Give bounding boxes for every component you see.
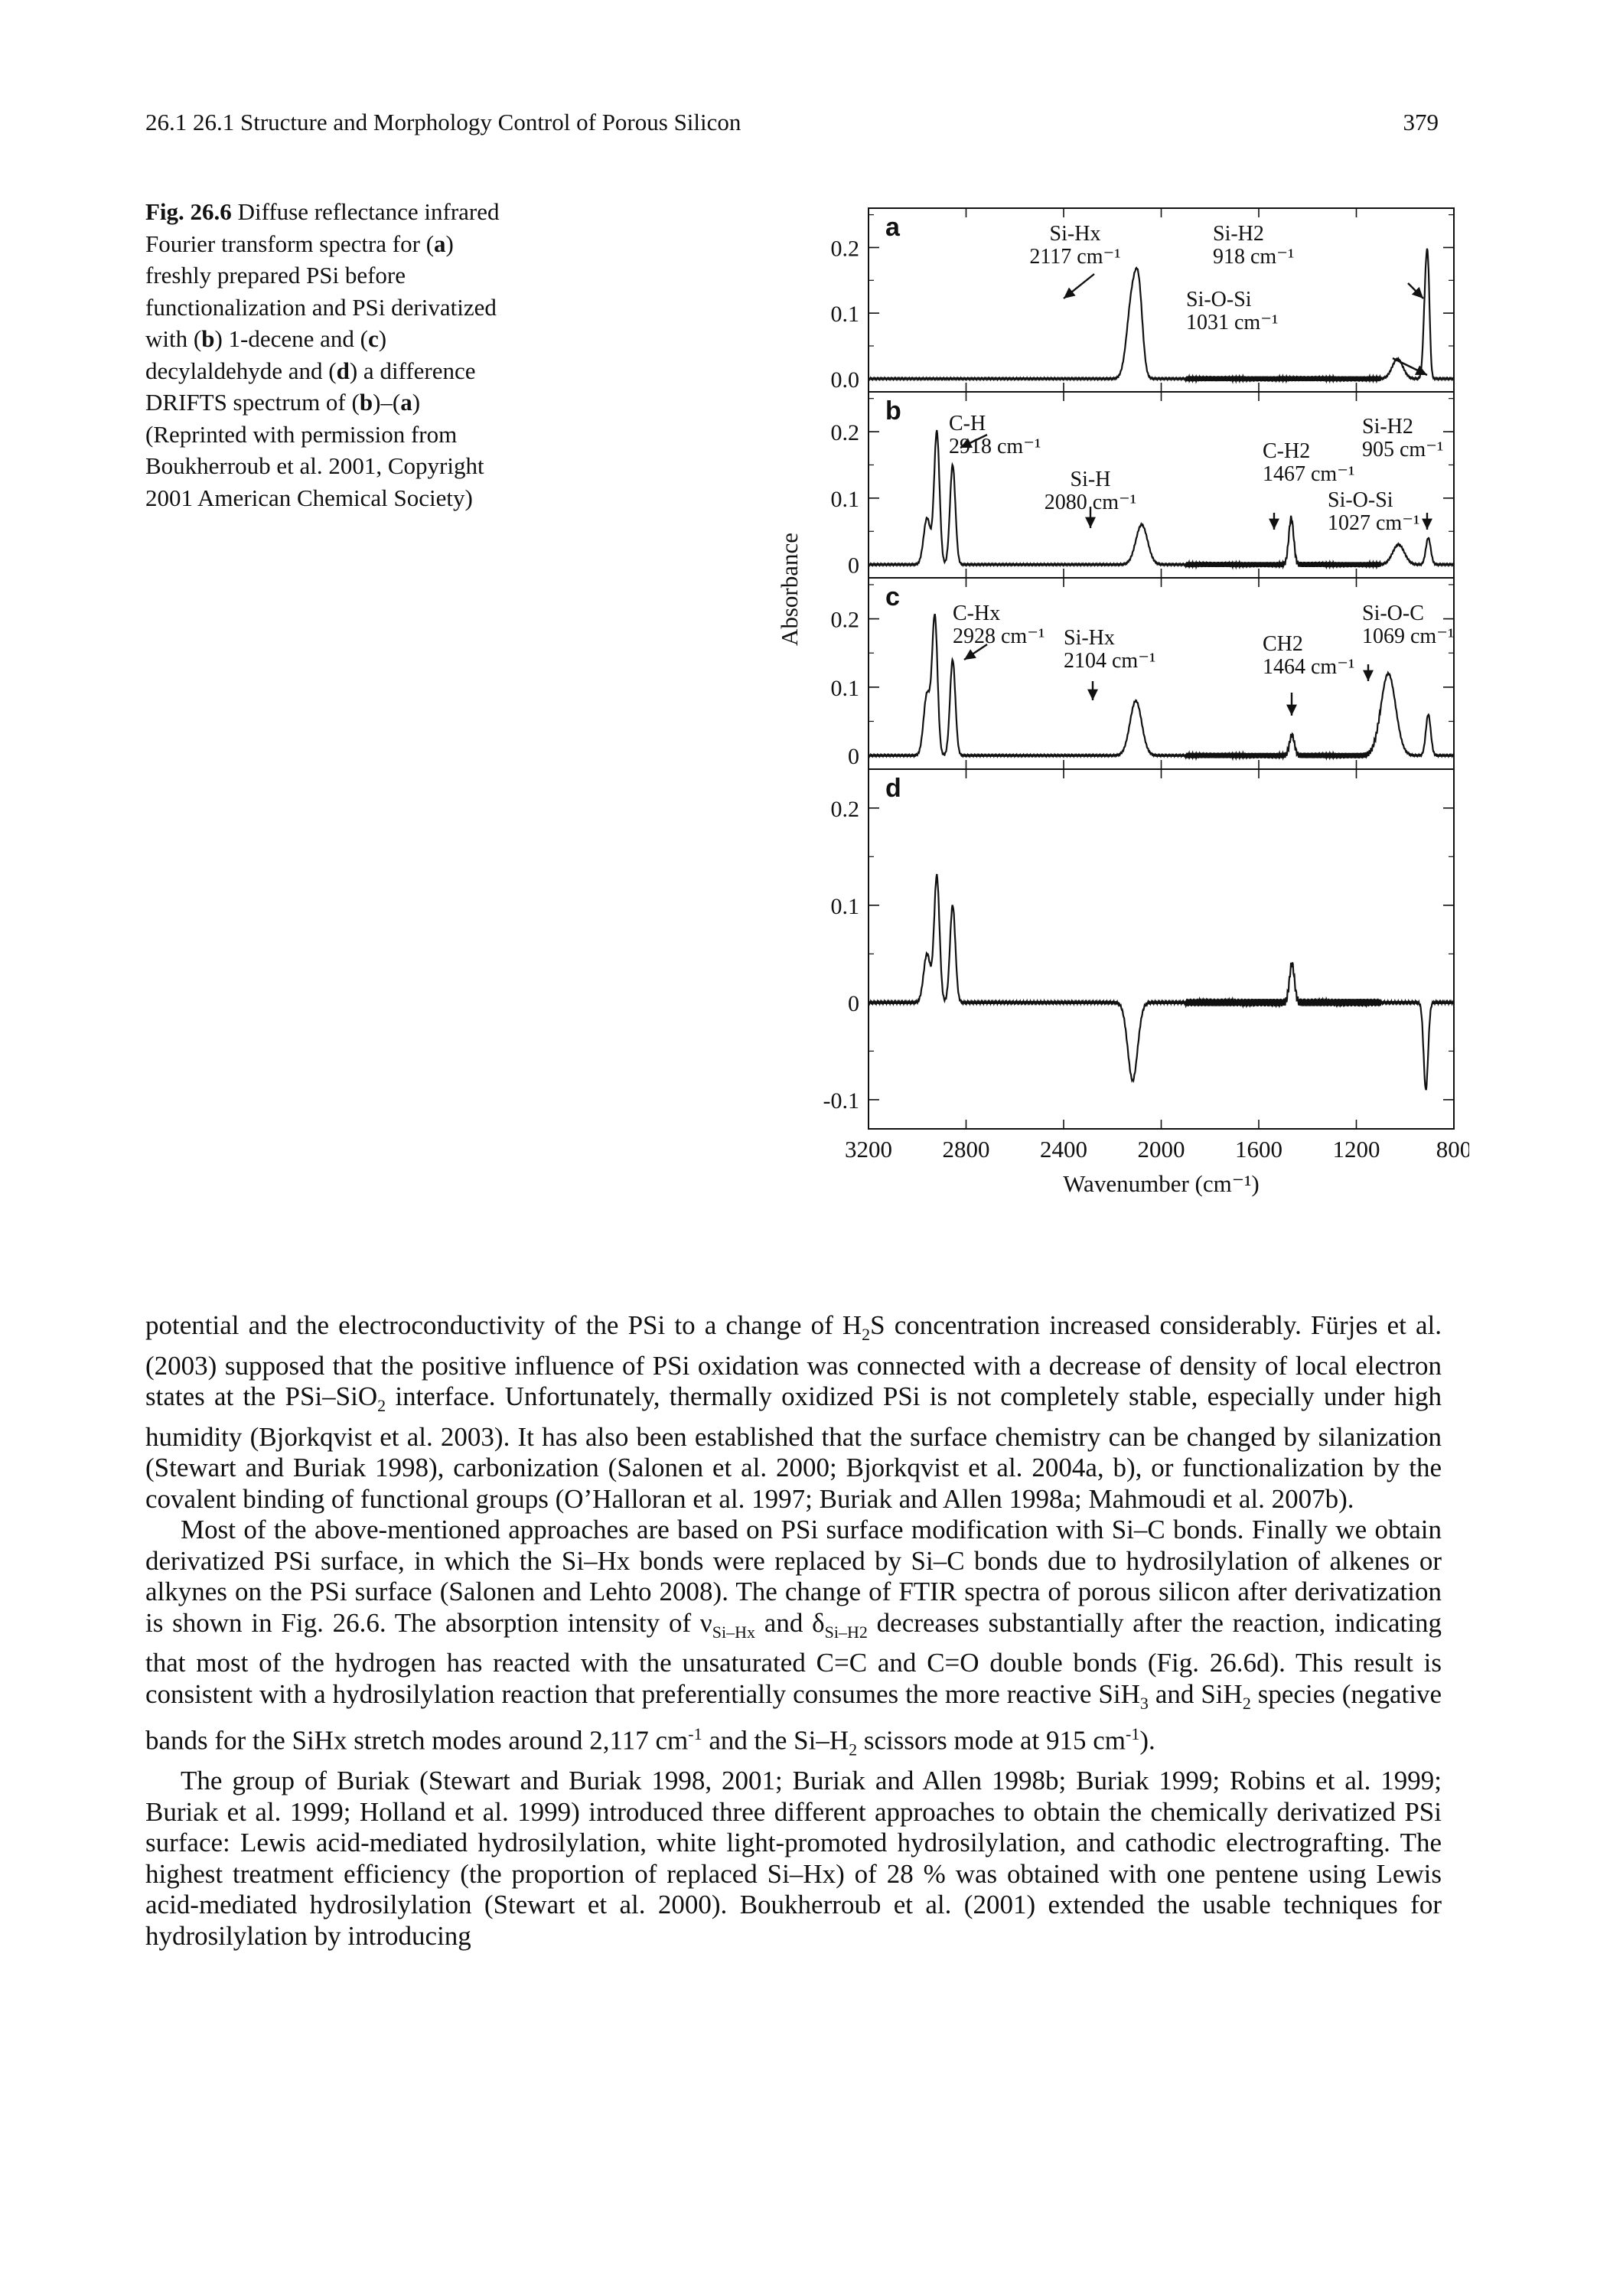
x-tick-label: 1600: [1235, 1136, 1282, 1163]
plot-frame: [868, 207, 1455, 1130]
body-text: potential and the electroconductivity of…: [145, 1310, 1442, 1952]
peak-annotation: 1069 cm⁻¹: [1362, 625, 1454, 648]
figure-label: Fig. 26.6: [145, 198, 232, 225]
peak-annotation: 2104 cm⁻¹: [1064, 649, 1155, 673]
arrowhead-icon: [1269, 518, 1279, 530]
y-tick-label: 0: [848, 553, 859, 579]
y-tick-label: 0.2: [831, 236, 860, 261]
y-tick-label: 0.1: [831, 302, 860, 327]
paragraph-1: potential and the electroconductivity of…: [145, 1310, 1442, 1514]
y-tick-label: 0.2: [831, 608, 860, 633]
peak-annotation: CH2: [1263, 632, 1303, 656]
peak-annotation: Si-O-Si: [1328, 488, 1393, 512]
peak-annotation: Si-Hx: [1050, 222, 1101, 246]
spectrum-d: [868, 873, 1455, 1091]
panel-label-c: c: [885, 582, 900, 612]
running-head: 26.1 26.1 Structure and Morphology Contr…: [145, 109, 741, 135]
spectrum-c: [868, 613, 1455, 762]
peak-annotation: 918 cm⁻¹: [1213, 245, 1294, 269]
peak-annotation: C-H: [949, 412, 986, 435]
spectrum-a: [868, 248, 1455, 384]
y-tick-label: 0: [848, 744, 859, 769]
arrowhead-icon: [960, 438, 973, 448]
paragraph-2: Most of the above-mentioned approaches a…: [145, 1515, 1442, 1760]
x-tick-label: 800: [1436, 1136, 1469, 1163]
y-tick-label: 0.2: [831, 797, 860, 822]
arrowhead-icon: [964, 649, 976, 660]
panel-label-a: a: [885, 213, 901, 242]
page-number: 379: [1403, 109, 1439, 135]
peak-annotation: 2117 cm⁻¹: [1029, 245, 1120, 269]
peak-annotation: 1027 cm⁻¹: [1328, 511, 1419, 535]
y-tick-label: 0.2: [831, 420, 860, 445]
spectrum-b: [868, 429, 1455, 570]
peak-annotation: 1467 cm⁻¹: [1263, 462, 1354, 486]
peak-annotation: Si-H2: [1362, 415, 1413, 439]
y-tick-label: 0.1: [831, 487, 860, 512]
peak-annotation: C-H2: [1263, 439, 1310, 463]
figure-caption: Fig. 26.6 Diffuse reflectance infrared F…: [145, 198, 500, 511]
paragraph-3: The group of Buriak (Stewart and Buriak …: [145, 1766, 1442, 1951]
peak-annotation: Si-Hx: [1064, 626, 1115, 650]
peak-annotation: 2928 cm⁻¹: [953, 625, 1045, 648]
arrowhead-icon: [1087, 689, 1098, 700]
peak-annotation: C-Hx: [953, 602, 1000, 625]
peak-annotation: 1031 cm⁻¹: [1186, 311, 1278, 334]
x-axis-title: Wavenumber (cm⁻¹): [1063, 1170, 1259, 1197]
y-axis-title: Absorbance: [776, 533, 803, 646]
panel-label-d: d: [885, 774, 901, 803]
arrowhead-icon: [1415, 365, 1427, 375]
y-tick-label: 0.1: [831, 676, 860, 701]
x-tick-label: 2800: [943, 1136, 990, 1163]
y-tick-label: -0.1: [823, 1088, 860, 1114]
arrowhead-icon: [1085, 517, 1096, 528]
peak-annotation: Si-H2: [1213, 222, 1264, 246]
x-tick-label: 2400: [1040, 1136, 1087, 1163]
x-tick-label: 1200: [1333, 1136, 1380, 1163]
peak-annotation: Si-O-C: [1362, 602, 1424, 625]
x-tick-label: 3200: [845, 1136, 892, 1163]
running-header: 26.1 26.1 Structure and Morphology Contr…: [145, 109, 1439, 147]
y-tick-label: 0.1: [831, 894, 860, 919]
y-tick-label: 0.0: [831, 367, 860, 393]
arrowhead-icon: [1064, 287, 1076, 298]
y-tick-label: 0: [848, 991, 859, 1016]
arrowhead-icon: [1363, 670, 1374, 681]
arrowhead-icon: [1422, 518, 1432, 530]
panel-label-b: b: [885, 396, 901, 426]
arrowhead-icon: [1286, 704, 1297, 716]
peak-annotation: Si-O-Si: [1186, 288, 1252, 311]
peak-annotation: 1464 cm⁻¹: [1263, 655, 1354, 679]
peak-annotation: 905 cm⁻¹: [1362, 438, 1443, 461]
x-tick-label: 2000: [1138, 1136, 1185, 1163]
arrowhead-icon: [1411, 286, 1423, 298]
drifts-chart: 0.20.10.0a0.20.10b0.20.10c0.20.10-0.1d32…: [776, 207, 1469, 1197]
peak-annotation: Si-H: [1071, 468, 1111, 491]
